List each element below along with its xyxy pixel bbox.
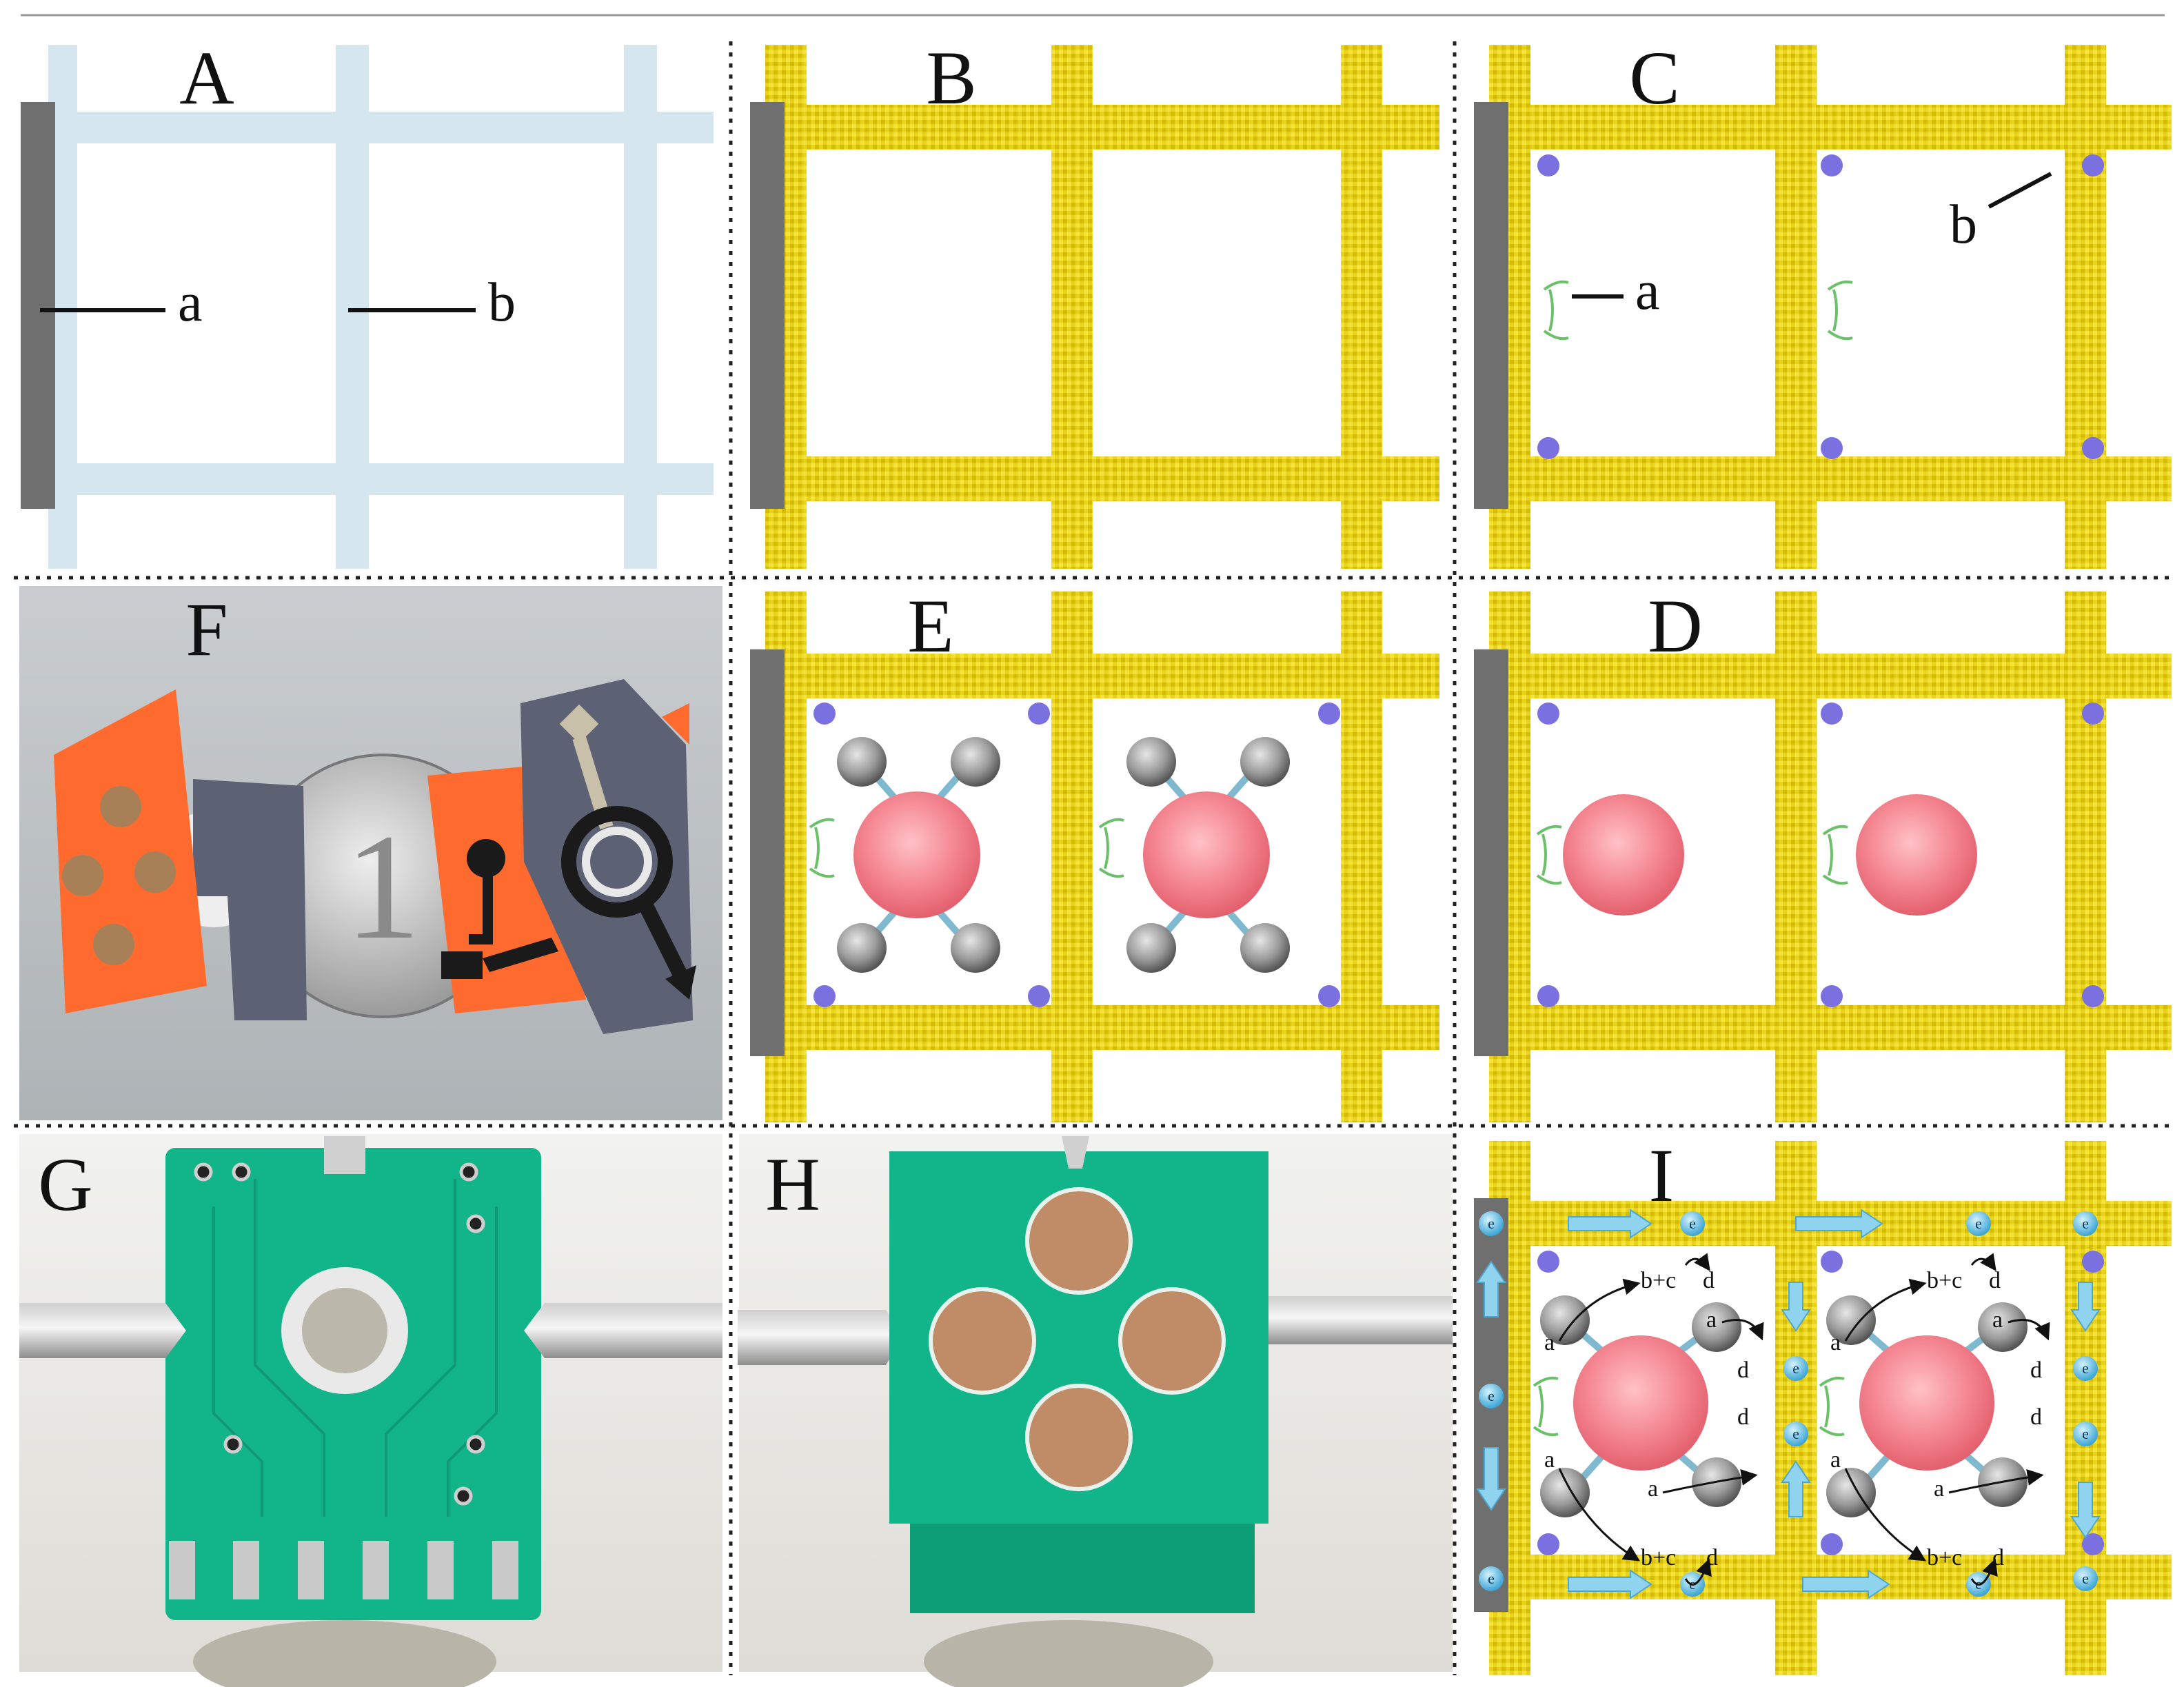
reaction-label-d: d [2030,1404,2042,1430]
reaction-label-a: a [1706,1307,1717,1333]
panel-g-photo: G [19,1134,722,1687]
panel-d: D [1474,584,2172,1122]
callout-a: a [1635,261,1660,321]
electron-label: e [1488,1215,1495,1232]
electron-label: e [1488,1570,1495,1587]
reaction-label-d: d [1737,1404,1749,1430]
panel-f-letter: F [185,587,228,671]
reaction-label-bc: b+c [1641,1268,1676,1293]
panel-e-letter: E [907,584,953,668]
electron-label: e [2082,1570,2089,1587]
electron-label: e [1689,1215,1696,1232]
reaction-label-d: d [2030,1357,2042,1383]
reaction-label-d: d [1992,1545,2004,1570]
panel-c-letter: C [1629,36,1679,120]
cell-complex [1819,1295,2028,1517]
electron-label: e [2082,1425,2089,1442]
panel-i: e e e e e e e e e e e e e [1474,1133,2172,1675]
panel-g-letter: G [38,1142,92,1226]
callout-b: b [1950,194,1977,255]
reaction-label-d: d [1706,1545,1718,1570]
panel-f-photo: 1 F [19,586,722,1120]
cell-complex [1098,737,1290,973]
callout-a: a [178,272,203,333]
electron-label: e [2082,1215,2089,1232]
electron-label: e [1792,1425,1799,1442]
panel-b-letter: B [926,36,976,120]
reaction-label-a: a [1830,1330,1841,1355]
electron-label: e [1488,1387,1495,1404]
panel-a: A a b [21,36,714,569]
electron-label: e [1792,1360,1799,1377]
reaction-label-d: d [1703,1268,1715,1293]
panel-h-photo: H [738,1134,1453,1687]
callout-b: b [488,272,516,333]
reaction-label-a: a [1648,1476,1658,1502]
panel-b: B [750,36,1439,569]
reaction-annotations: a b+c d a d a b+c d a d a b+c d a d a b+… [1544,1268,2042,1570]
reaction-label-a: a [1992,1307,2003,1333]
electron-label: e [1975,1215,1982,1232]
reaction-label-d: d [1989,1268,2001,1293]
cell-complex [809,737,1000,973]
svg-text:1: 1 [345,802,421,971]
reaction-label-a: a [1830,1447,1841,1473]
panel-i-letter: I [1649,1133,1675,1218]
panel-e: E [750,584,1439,1122]
electron-markers [1479,1211,2098,1597]
panel-a-letter: A [179,36,234,120]
cancer-cell [1563,794,1684,916]
panel-separators [14,41,2172,1675]
cancer-cell [1856,794,1977,916]
panel-h-letter: H [765,1142,820,1226]
panel-c: C a b [1474,36,2172,569]
reaction-label-bc: b+c [1641,1545,1676,1570]
electron-label: e [2082,1360,2089,1377]
reaction-label-d: d [1737,1357,1749,1383]
reaction-label-a: a [1934,1476,1944,1502]
reaction-label-a: a [1544,1447,1555,1473]
reaction-label-a: a [1544,1330,1555,1355]
reaction-label-bc: b+c [1927,1545,1962,1570]
panel-d-letter: D [1648,584,1702,668]
reaction-label-bc: b+c [1927,1268,1962,1293]
